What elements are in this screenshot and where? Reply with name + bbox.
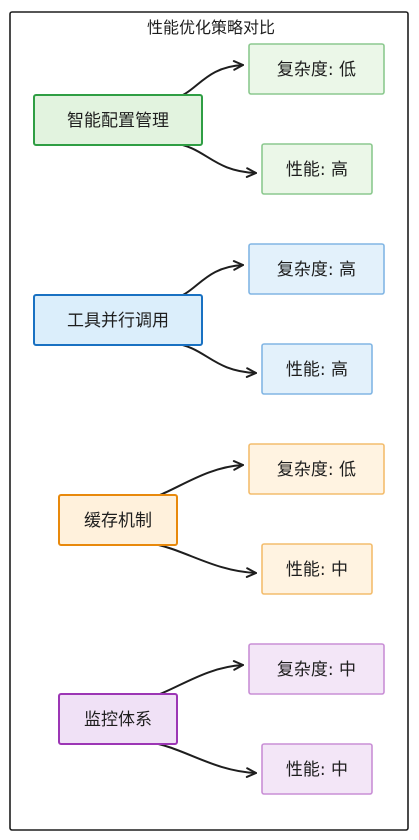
complexity-label: 复杂度: 高 — [277, 260, 356, 280]
strategy-group: 缓存机制 复杂度: 低性能: 中 — [58, 443, 385, 595]
strategy-label: 监控体系 — [84, 710, 152, 730]
arrow-head — [232, 460, 244, 471]
strategy-box — [33, 94, 203, 146]
complexity-box — [248, 243, 385, 295]
frame — [9, 11, 409, 831]
strategy-label: 工具并行调用 — [67, 311, 169, 331]
arrow-head — [245, 567, 257, 578]
performance-box — [261, 743, 373, 795]
arrow-head — [245, 767, 257, 778]
performance-label: 性能: 高 — [286, 160, 348, 180]
arrow-line — [146, 464, 244, 500]
arrow-line — [171, 264, 244, 300]
complexity-box — [248, 43, 385, 95]
arrow-head — [245, 367, 257, 378]
arrow-head — [232, 60, 244, 71]
arrow-head — [245, 167, 257, 178]
strategy-box — [33, 294, 203, 346]
arrow-head — [232, 660, 244, 671]
strategy-group: 智能配置管理 复杂度: 低性能: 高 — [33, 43, 385, 195]
arrow-line — [171, 64, 244, 100]
performance-label: 性能: 中 — [286, 760, 348, 780]
performance-box — [261, 543, 373, 595]
arrow-line — [146, 542, 257, 574]
arrow-line — [171, 342, 257, 374]
strategy-box — [58, 494, 178, 546]
arrow-line — [171, 142, 257, 174]
performance-label: 性能: 中 — [286, 560, 348, 580]
complexity-label: 复杂度: 低 — [277, 60, 356, 80]
arrow-line — [146, 741, 257, 774]
arrow-head — [232, 260, 244, 271]
strategy-group: 工具并行调用 复杂度: 高性能: 高 — [33, 243, 385, 395]
complexity-label: 复杂度: 低 — [277, 460, 356, 480]
strategy-label: 缓存机制 — [84, 511, 152, 531]
strategy-box — [58, 693, 178, 745]
performance-label: 性能: 高 — [286, 360, 348, 380]
strategy-group: 监控体系 复杂度: 中性能: 中 — [58, 643, 385, 795]
complexity-label: 复杂度: 中 — [277, 660, 356, 680]
strategy-label: 智能配置管理 — [67, 111, 169, 131]
complexity-box — [248, 443, 385, 495]
performance-box — [261, 343, 373, 395]
complexity-box — [248, 643, 385, 695]
diagram-title: 性能优化策略对比 — [147, 18, 275, 37]
performance-box — [261, 143, 373, 195]
